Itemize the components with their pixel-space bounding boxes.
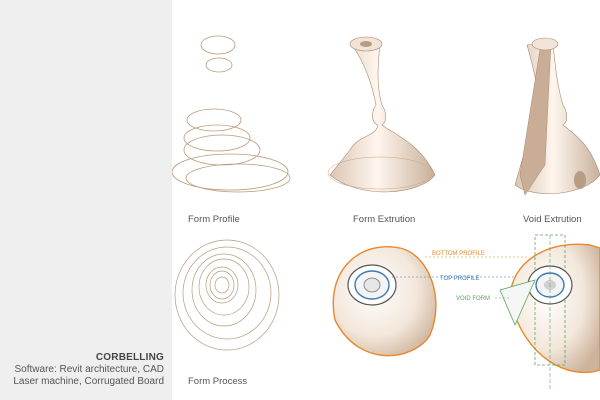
top-profile-label: TOP PROFILE bbox=[440, 276, 479, 282]
form-extrution-render bbox=[327, 36, 436, 193]
void-form-label: VOID FORM bbox=[456, 296, 490, 302]
top-view-render: BOTTOM PROFILE TOP PROFILE VOID FORM bbox=[332, 234, 600, 390]
caption-form-extrution: Form Extrution bbox=[353, 214, 416, 225]
sidebar-panel: CORBELLING Software: Revit architecture,… bbox=[0, 0, 172, 400]
caption-void-extrution: Void Extrution bbox=[523, 214, 582, 225]
void-extrution-render bbox=[514, 37, 600, 196]
caption-form-process: Form Process bbox=[188, 376, 248, 387]
form-profile-drawing bbox=[172, 35, 291, 193]
project-title: CORBELLING bbox=[95, 352, 164, 363]
form-process-drawing bbox=[174, 239, 280, 351]
software-line: Software: Revit architecture, CAD bbox=[14, 364, 165, 375]
caption-form-profile: Form Profile bbox=[188, 214, 240, 225]
project-description: CORBELLING Software: Revit architecture,… bbox=[0, 352, 164, 388]
bottom-profile-label: BOTTOM PROFILE bbox=[432, 251, 485, 257]
materials-line: Laser machine, Corrugated Board bbox=[13, 376, 164, 387]
